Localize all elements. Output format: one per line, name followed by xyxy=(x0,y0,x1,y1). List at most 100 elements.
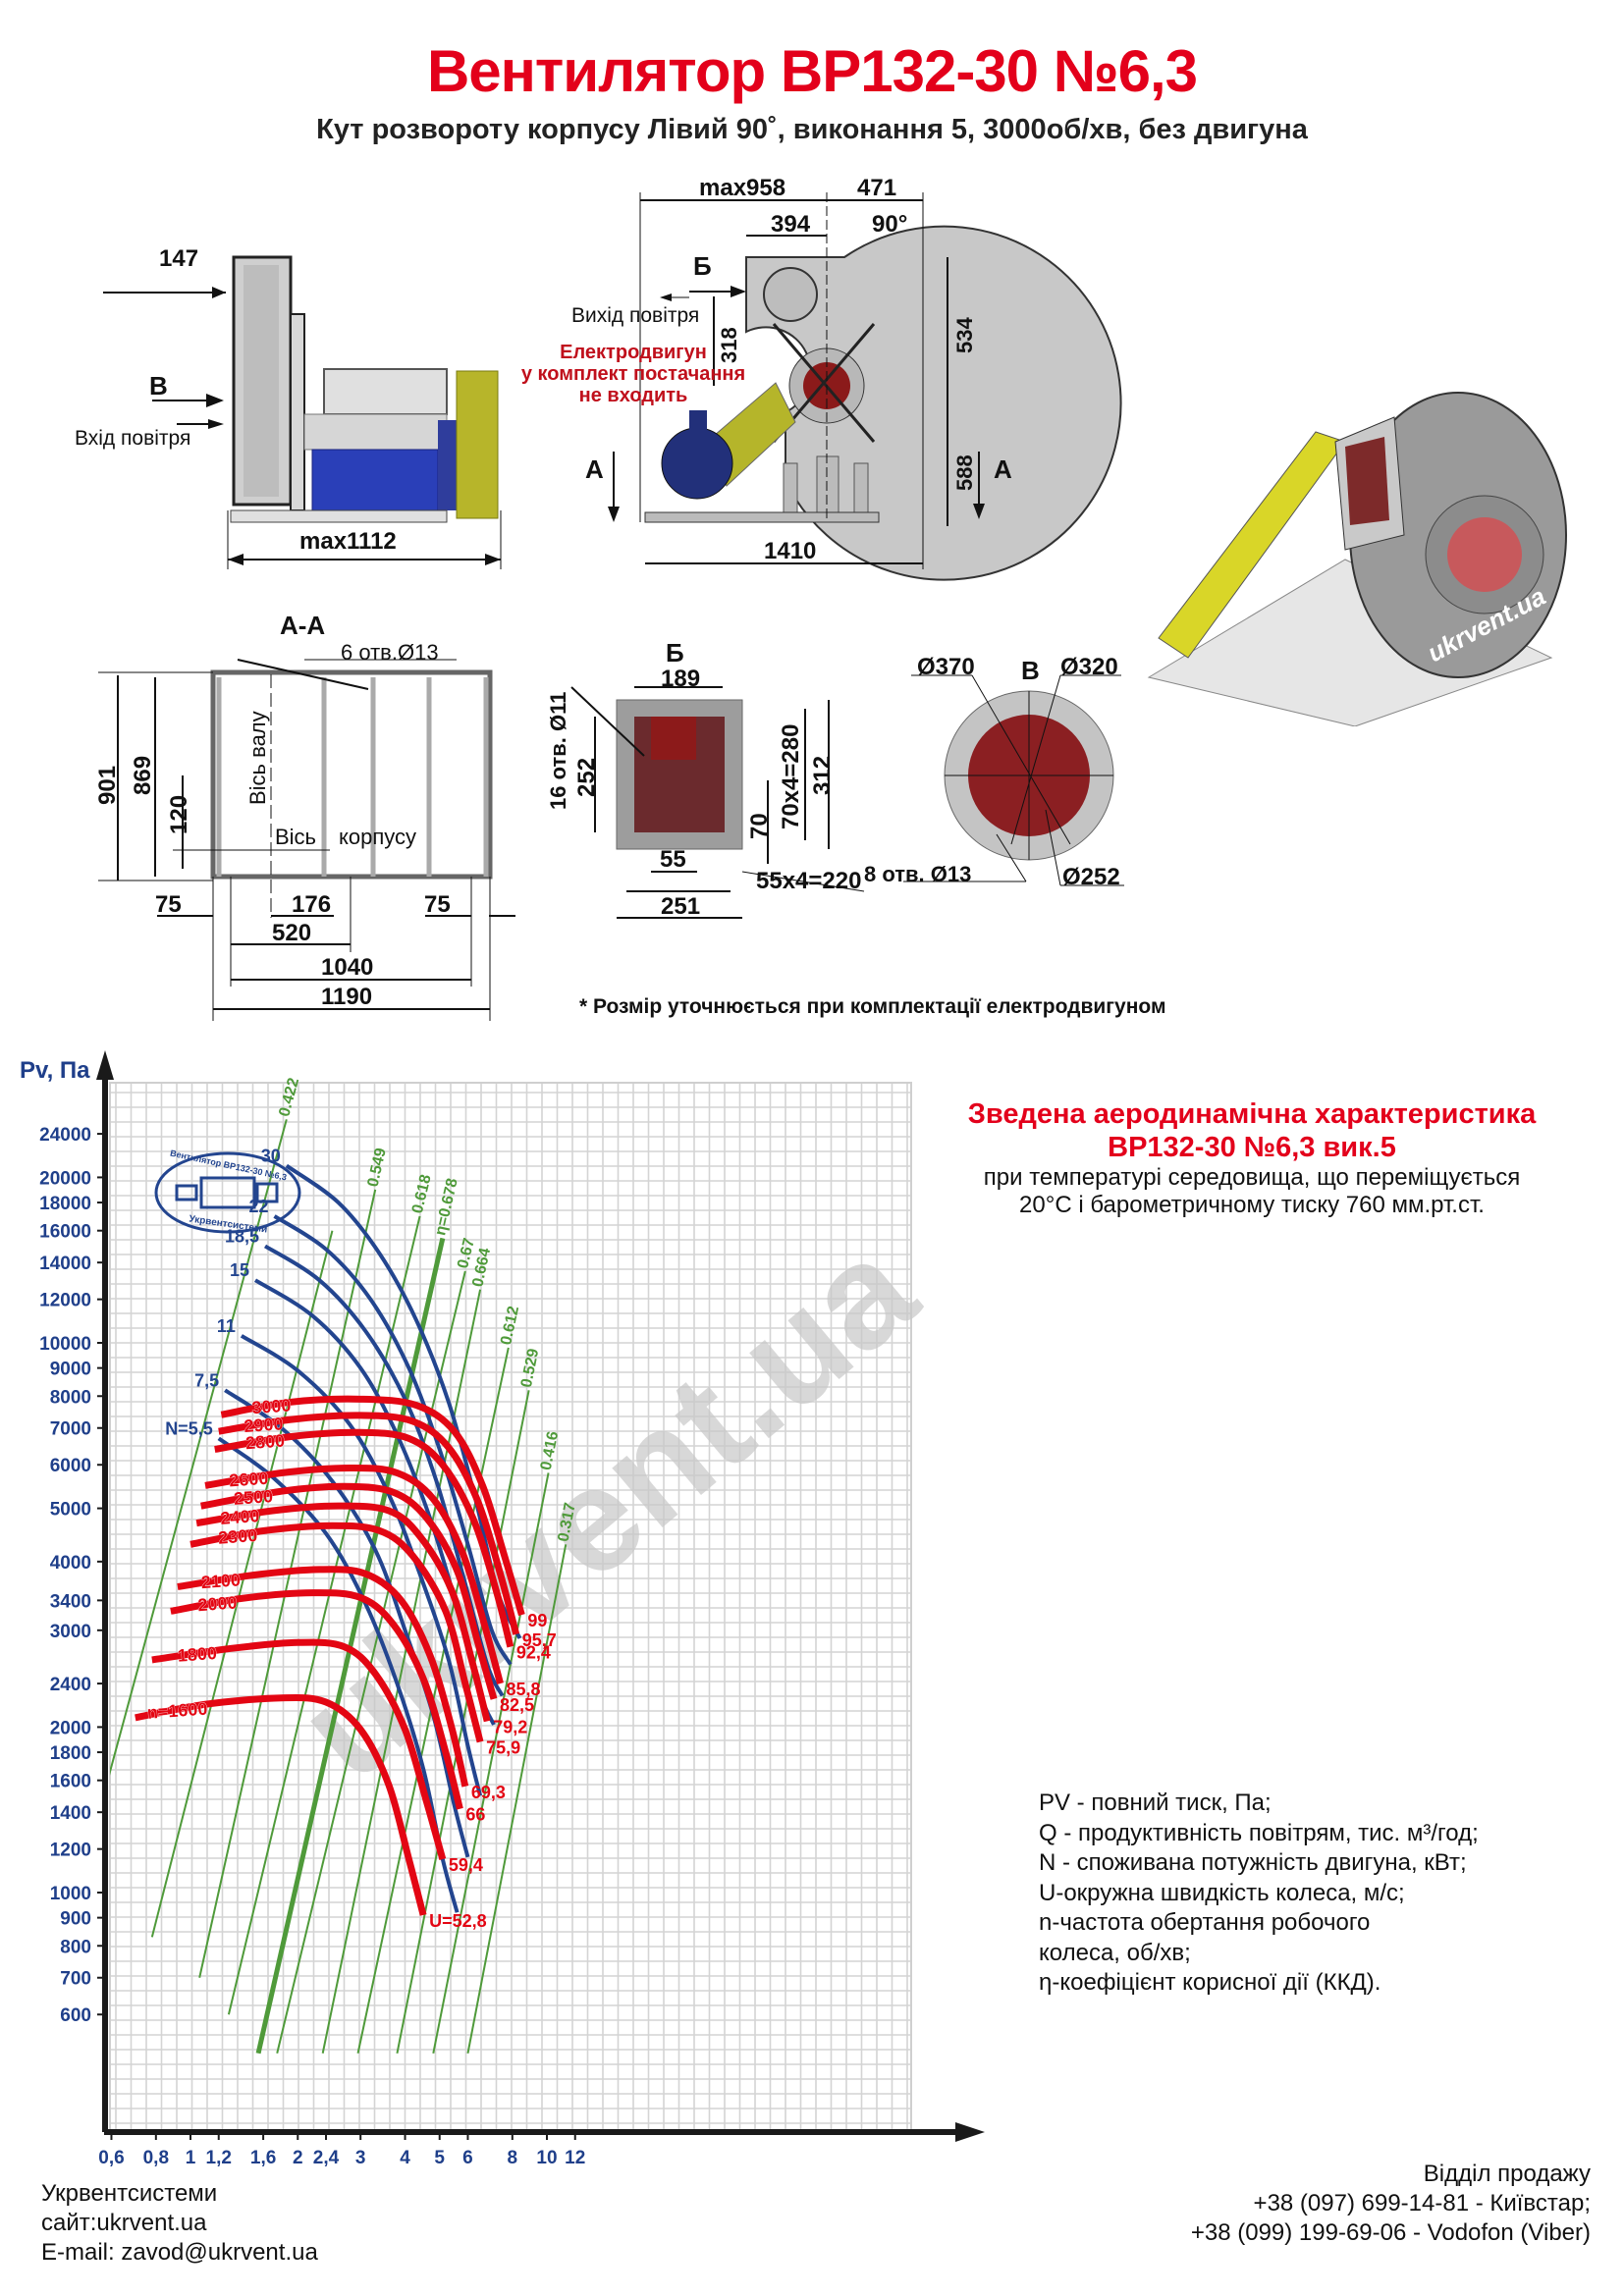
y-tick-label: 1800 xyxy=(50,1743,91,1764)
rpm-curve xyxy=(189,1522,484,1743)
view-b-svg xyxy=(570,686,865,919)
lab-stamp xyxy=(154,1151,301,1234)
rpm-curve-label: n=1600 xyxy=(146,1699,208,1723)
motor-not-included-note: Електродвигун у комплект постачання не в… xyxy=(520,342,746,406)
outlet-flange xyxy=(763,267,818,322)
u-speed-label: 95,7 xyxy=(522,1630,557,1650)
x-tick-label: 0,6 xyxy=(98,2148,124,2168)
fan-flange xyxy=(290,313,305,511)
rpm-curve xyxy=(170,1589,463,1810)
power-curve-label: 7,5 xyxy=(194,1370,219,1390)
legend-item: Q - продуктивність повітрям, тис. м³/год… xyxy=(1039,1819,1479,1846)
rpm-curve-label: 2500 xyxy=(233,1486,273,1509)
page-subtitle: Кут розвороту корпусу Лівий 90˚, виконан… xyxy=(316,114,1308,145)
y-axis-label: Pv, Па xyxy=(20,1057,90,1084)
y-tick-label: 9000 xyxy=(50,1360,91,1380)
x-tick-label: 1,6 xyxy=(250,2148,276,2168)
dim-55: 55 xyxy=(660,846,686,873)
y-tick-label: 3000 xyxy=(50,1622,91,1642)
dim-471: 471 xyxy=(857,175,897,201)
rpm-curve-label: 1800 xyxy=(177,1643,217,1666)
bearing-housing xyxy=(323,368,448,415)
efficiency-line xyxy=(227,1215,421,2015)
frame xyxy=(1147,559,1553,727)
y-tick-label: 16000 xyxy=(39,1222,91,1243)
x-tick-label: 10 xyxy=(536,2148,557,2168)
section-a-left: А xyxy=(585,454,604,484)
u-speed-label: 79,2 xyxy=(493,1717,527,1736)
y-tick-label: 7000 xyxy=(50,1419,91,1440)
isometric-svg: ukrvent.ua xyxy=(1147,392,1567,727)
y-tick-label: 1200 xyxy=(50,1841,91,1861)
holes-6-d13: 6 отв.Ø13 xyxy=(341,640,439,665)
x-tick-label: 4 xyxy=(400,2148,410,2168)
legend-item: n-частота обертання робочого xyxy=(1039,1909,1371,1936)
efficiency-label: 0.612 xyxy=(498,1305,522,1347)
efficiency-line xyxy=(110,1119,288,1776)
section-aa-drawing: А-А 6 отв.Ø13 901 869 120 Вісь валу Вісь… xyxy=(88,599,550,1031)
rpm-curve-label: 2900 xyxy=(244,1414,284,1436)
phone-vodafone[interactable]: +38 (099) 199-69-06 - Vodofon (Viber) xyxy=(1190,2219,1591,2246)
rpm-curve xyxy=(220,1395,525,1617)
shaft-axis-label: Вісь валу xyxy=(245,711,270,805)
x-tick-label: 2 xyxy=(293,2148,303,2168)
y-tick-label: 20000 xyxy=(39,1168,91,1189)
power-curve xyxy=(273,1214,513,1666)
front-view-svg xyxy=(608,192,1122,581)
rpm-curve xyxy=(151,1638,447,1860)
dim-251: 251 xyxy=(661,893,701,920)
dim-520: 520 xyxy=(272,920,312,946)
u-speed-label: 92,4 xyxy=(516,1643,551,1663)
x-tick-label: 1,2 xyxy=(206,2148,232,2168)
dim-d252: Ø252 xyxy=(1062,864,1120,890)
dim-869: 869 xyxy=(130,755,156,795)
base xyxy=(644,511,880,523)
y-tick-label: 12000 xyxy=(39,1291,91,1311)
aerodynamic-chart: ukrvent.ua0.4220.5490.618η=0.6780.670.66… xyxy=(20,1050,985,2168)
damper xyxy=(651,717,696,760)
u-speed-label: 85,8 xyxy=(507,1680,541,1699)
x-tick-label: 12 xyxy=(565,2148,585,2168)
footer-sales: Відділ продажу +38 (097) 699-14-81 - Киї… xyxy=(1191,2160,1591,2248)
efficiency-line xyxy=(198,1189,377,1978)
y-tick-label: 3400 xyxy=(50,1591,91,1612)
motor xyxy=(311,449,439,511)
power-curve-label: N=5,5 xyxy=(165,1418,213,1438)
rpm-curve xyxy=(218,1412,520,1635)
dim-75-right: 75 xyxy=(424,891,451,918)
rpm-curve xyxy=(214,1428,514,1648)
legend-item: U-окружна швидкість колеса, м/с; xyxy=(1039,1879,1405,1906)
chart-title-line2: ВР132-30 №6,3 вик.5 xyxy=(1108,1132,1396,1163)
section-aa-svg xyxy=(98,659,515,1021)
dim-252: 252 xyxy=(573,757,600,797)
legend-item: PV - повний тиск, Па; xyxy=(1039,1789,1272,1816)
sales-department: Відділ продажу xyxy=(1423,2161,1591,2187)
rpm-curve-label: 2800 xyxy=(244,1430,285,1453)
x-tick-label: 1 xyxy=(186,2148,196,2168)
efficiency-label: 0.549 xyxy=(365,1147,390,1189)
dim-176: 176 xyxy=(292,891,332,918)
efficiency-label: η=0.678 xyxy=(432,1177,461,1238)
base-frame xyxy=(210,669,493,880)
email-link[interactable]: E-mail: zavod@ukrvent.ua xyxy=(41,2239,318,2266)
phone-kyivstar[interactable]: +38 (097) 699-14-81 - Київстар; xyxy=(1253,2190,1591,2216)
u-speed-label: U=52,8 xyxy=(429,1911,487,1931)
y-tick-label: 1600 xyxy=(50,1772,91,1792)
dim-312: 312 xyxy=(809,755,836,795)
dim-d370: Ø370 xyxy=(917,654,975,680)
website-link[interactable]: сайт:ukrvent.ua xyxy=(41,2210,207,2236)
legend-item: η-коефіцієнт корисної дії (ККД). xyxy=(1039,1969,1381,1996)
rpm-curve-label: 2300 xyxy=(218,1525,258,1548)
fan-wheel xyxy=(244,265,279,497)
dim-534: 534 xyxy=(952,317,977,353)
dim-max1112: max1112 xyxy=(299,528,397,555)
dim-70: 70 xyxy=(746,813,773,839)
angle-90: 90° xyxy=(872,211,908,238)
label-v: В xyxy=(149,371,168,400)
x-axis-arrow xyxy=(955,2122,985,2142)
stamp-motor-icon xyxy=(255,1182,279,1203)
side-view-drawing: 147 В Вхід повітря max1112 xyxy=(59,177,550,589)
u-speed-label: 69,3 xyxy=(471,1783,506,1802)
legend-item: N - споживана потужність двигуна, кВт; xyxy=(1039,1849,1467,1876)
air-outlet-label: Вихід повітря xyxy=(571,304,700,327)
